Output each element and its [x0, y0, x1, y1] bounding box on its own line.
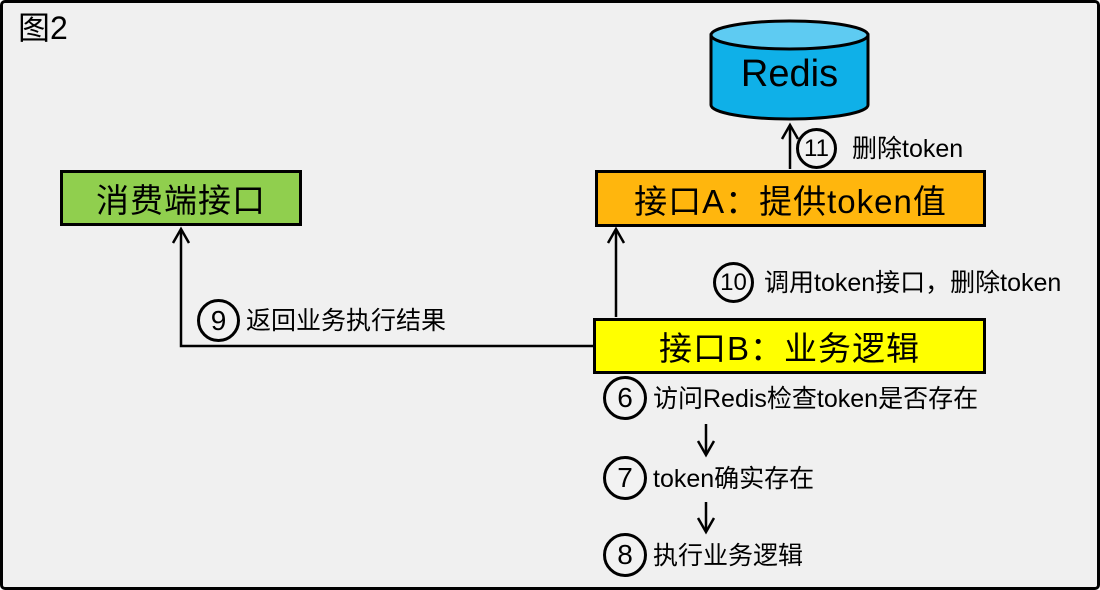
step-6-label: 访问Redis检查token是否存在 — [653, 385, 979, 413]
interface-b-node: 接口B：业务逻辑 — [593, 318, 986, 374]
step-8-badge: 8 — [603, 533, 647, 577]
consumer-interface-label: 消费端接口 — [96, 182, 266, 219]
consumer-interface-node: 消费端接口 — [60, 170, 302, 226]
step-9-badge: 9 — [197, 299, 240, 342]
step-11-badge: 11 — [796, 128, 837, 169]
arrow-step6-to-step7 — [696, 424, 716, 458]
figure-title: 图2 — [18, 10, 68, 46]
step-10-label: 调用token接口，删除token — [764, 269, 1062, 297]
redis-node-label: Redis — [740, 53, 839, 95]
arrow-step7-to-step8 — [696, 502, 716, 535]
step-7-label: token确实存在 — [653, 465, 815, 493]
interface-a-node: 接口A：提供token值 — [595, 170, 986, 227]
step-11-label: 删除token — [852, 135, 964, 163]
interface-b-label: 接口B：业务逻辑 — [658, 330, 920, 367]
arrow-b-to-a — [606, 226, 626, 317]
step-7-badge: 7 — [603, 456, 647, 500]
interface-a-label: 接口A：提供token值 — [634, 182, 947, 220]
step-10-badge: 10 — [713, 262, 754, 303]
step-9-label: 返回业务执行结果 — [246, 307, 447, 335]
step-8-label: 执行业务逻辑 — [653, 542, 804, 570]
step-6-badge: 6 — [603, 376, 647, 420]
